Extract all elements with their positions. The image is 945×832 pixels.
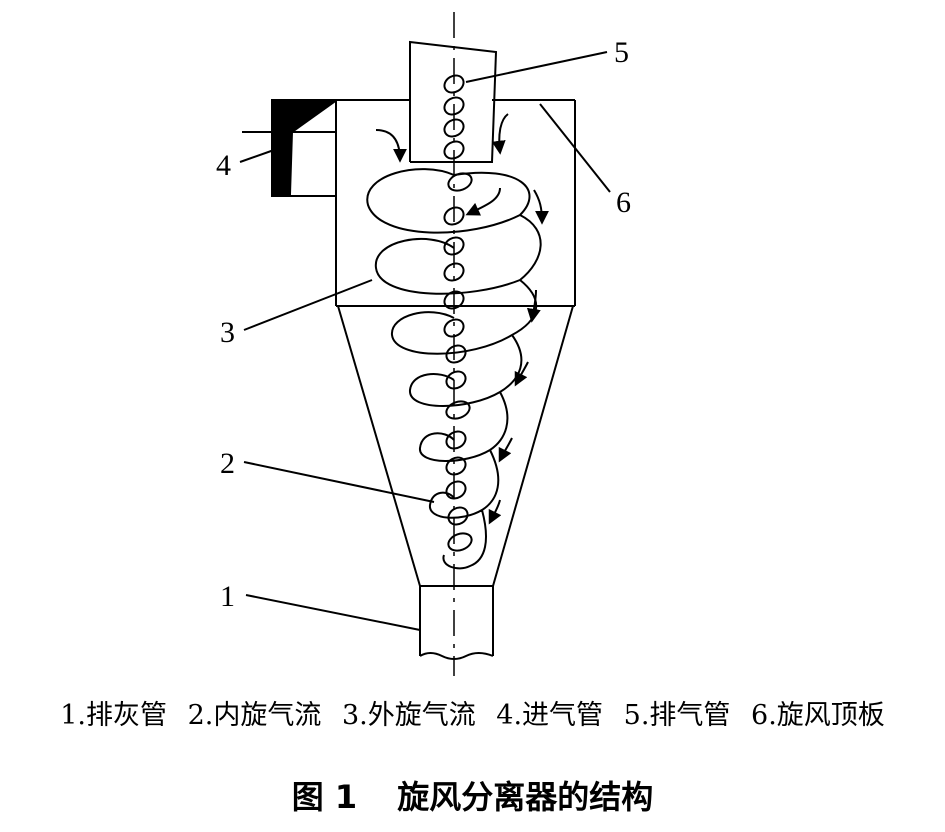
cyclone-separator-diagram: 1 2 3 4 5 6 — [216, 12, 631, 676]
dust-discharge-pipe — [419, 586, 494, 660]
figure-caption: 图 1 旋风分离器的结构 — [0, 772, 945, 818]
leader-5 — [465, 51, 608, 83]
legend-item-5: 5.排气管 — [623, 700, 731, 731]
legend-item-4: 4.进气管 — [496, 700, 604, 731]
leader-4 — [239, 149, 275, 163]
legend-item-6: 6.旋风顶板 — [751, 700, 885, 731]
legend-item-3: 3.外旋气流 — [341, 700, 476, 731]
down-arrow-1 — [533, 189, 549, 225]
down-arrow-4 — [498, 437, 513, 463]
leader-3 — [243, 279, 373, 331]
flow-arrows — [375, 113, 549, 525]
down-arrow-2 — [526, 289, 541, 323]
label-1: 1 — [220, 580, 235, 613]
leader-2 — [243, 461, 435, 503]
label-4: 4 — [216, 149, 231, 182]
down-arrow-5 — [488, 499, 502, 525]
inner-vortex — [443, 74, 473, 552]
label-2: 2 — [220, 447, 235, 480]
legend-item-2: 2.内旋气流 — [187, 700, 322, 731]
figure-title: 旋风分离器的结构 — [397, 778, 654, 816]
leader-1 — [245, 594, 421, 631]
exit-arrow-top — [465, 187, 501, 216]
inlet-arrow-right — [491, 113, 509, 155]
inlet-arrow-left — [375, 129, 407, 163]
exhaust-pipe — [409, 40, 498, 163]
legend-item-1: 1.排灰管 — [60, 700, 167, 731]
down-arrow-3 — [514, 361, 529, 387]
leader-6 — [539, 103, 611, 193]
inlet-pipe — [242, 99, 338, 197]
parts-legend: 1.排灰管 2.内旋气流 3.外旋气流 4.进气管 5.排气管 6.旋风顶板 — [0, 693, 945, 732]
figure-number: 图 1 — [291, 778, 358, 816]
label-5: 5 — [614, 36, 629, 69]
label-6: 6 — [616, 186, 631, 219]
cone-section — [337, 305, 574, 587]
label-3: 3 — [220, 316, 235, 349]
leader-lines — [239, 51, 611, 631]
